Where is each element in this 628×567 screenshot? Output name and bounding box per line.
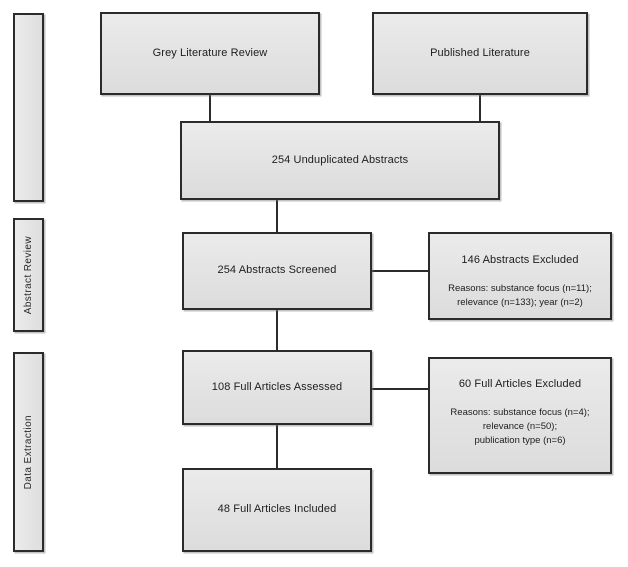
node-published-literature[interactable]: Published Literature [372,12,588,95]
phase-bar-data-extraction: Data Extraction [13,352,44,552]
node-grey-literature-review-title: Grey Literature Review [152,46,268,59]
node-published-literature-title: Published Literature [430,46,530,59]
connector-screened-to-excluded [370,270,429,272]
node-unduplicated-abstracts-title: 254 Unduplicated Abstracts [271,153,409,166]
node-full-articles-excluded-title: 60 Full Articles Excluded [458,378,582,390]
phase-bar-abstract-review: Abstract Review [13,218,44,332]
node-abstracts-excluded-reasons-line2: relevance (n=133); year (n=2) [457,297,583,309]
node-abstracts-excluded-title: 146 Abstracts Excluded [461,254,579,266]
connector-assessed-to-excluded [370,388,429,390]
node-abstracts-excluded[interactable]: 146 Abstracts Excluded Reasons: substanc… [428,232,612,320]
connector-unduplicated-to-screened [276,199,278,234]
connector-screened-to-assessed [276,309,278,352]
connector-grey-to-unduplicated [209,94,211,122]
node-abstracts-screened-title: 254 Abstracts Screened [217,264,337,277]
node-full-articles-excluded-reasons: Reasons: substance focus (n=4); relevanc… [444,406,595,449]
node-full-articles-excluded-reasons-line1: Reasons: substance focus (n=4); [450,406,590,418]
node-full-articles-included-title: 48 Full Articles Included [217,503,337,516]
node-full-articles-assessed-title: 108 Full Articles Assessed [211,380,343,393]
phase-bar-data-extraction-label: Data Extraction [23,414,34,490]
node-full-articles-excluded-reasons-line2: relevance (n=50); [482,421,558,433]
connector-assessed-to-included [276,424,278,469]
node-unduplicated-abstracts[interactable]: 254 Unduplicated Abstracts [180,121,500,200]
node-abstracts-excluded-reasons: Reasons: substance focus (n=11); relevan… [442,282,598,311]
connector-published-to-unduplicated [479,94,481,122]
phase-bar-abstract-review-label: Abstract Review [23,235,34,315]
node-grey-literature-review[interactable]: Grey Literature Review [100,12,320,95]
node-abstracts-excluded-reasons-line1: Reasons: substance focus (n=11); [448,282,592,294]
node-full-articles-included[interactable]: 48 Full Articles Included [182,468,372,552]
phase-bar-top-blank [13,13,44,202]
node-full-articles-assessed[interactable]: 108 Full Articles Assessed [182,350,372,425]
node-abstracts-screened[interactable]: 254 Abstracts Screened [182,232,372,310]
node-full-articles-excluded[interactable]: 60 Full Articles Excluded Reasons: subst… [428,357,612,474]
node-full-articles-excluded-reasons-line3: publication type (n=6) [474,435,566,447]
